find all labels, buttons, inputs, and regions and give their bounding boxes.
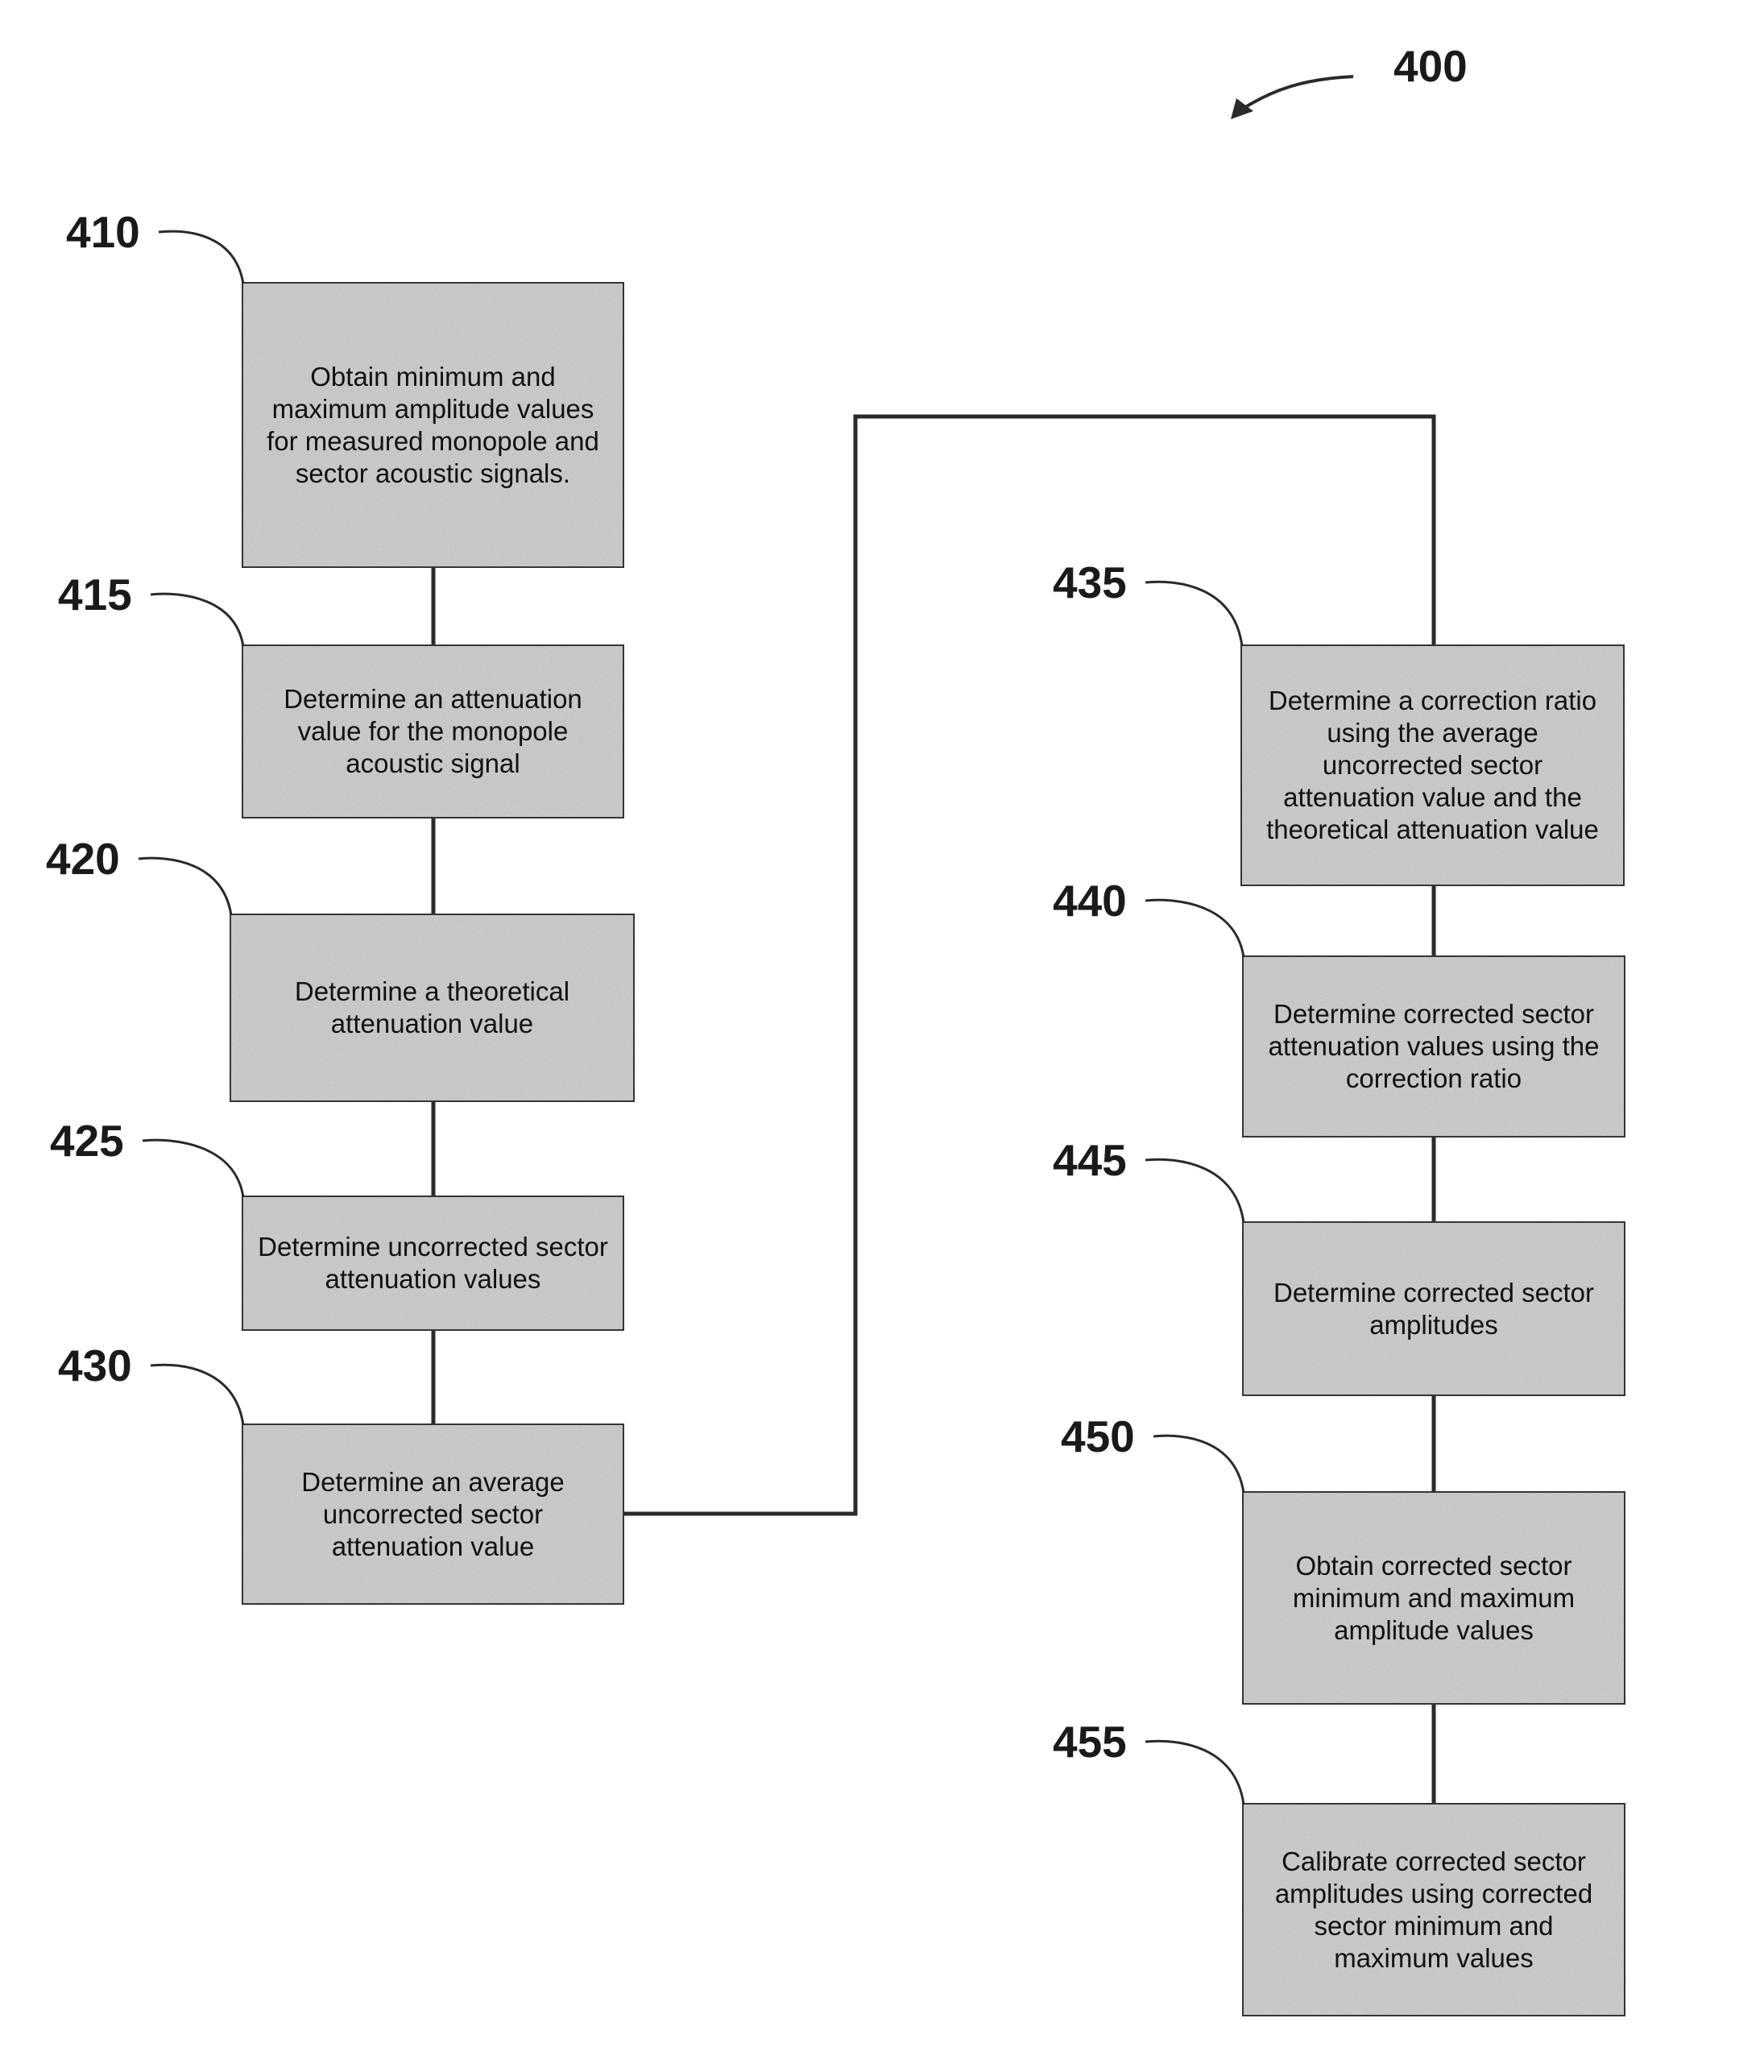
step-text-440: Determine corrected sector attenuation v… — [1242, 955, 1625, 1138]
leader-line-435 — [1145, 582, 1242, 646]
step-text-420: Determine a theoretical attenuation valu… — [230, 914, 635, 1102]
leader-line-425 — [143, 1140, 243, 1197]
leader-line-420 — [139, 858, 231, 915]
step-ref-label-435: 435 — [1053, 558, 1127, 607]
step-text-430: Determine an average uncorrected sector … — [242, 1423, 624, 1605]
step-text-435: Determine a correction ratio using the a… — [1240, 644, 1625, 886]
leader-line-410 — [159, 231, 243, 284]
step-text-450: Obtain corrected sector minimum and maxi… — [1242, 1491, 1625, 1705]
leader-line-415 — [151, 594, 243, 646]
figure-number-label: 400 — [1393, 42, 1468, 90]
step-ref-label-415: 415 — [58, 570, 132, 619]
step-ref-label-455: 455 — [1053, 1718, 1127, 1766]
step-text-455: Calibrate corrected sector amplitudes us… — [1242, 1803, 1625, 2016]
step-text-410: Obtain minimum and maximum amplitude val… — [242, 282, 624, 568]
leader-line-440 — [1145, 900, 1244, 957]
leader-line-455 — [1145, 1741, 1244, 1805]
leader-line-430 — [151, 1365, 243, 1425]
step-ref-label-410: 410 — [66, 208, 140, 256]
step-text-425: Determine uncorrected sector attenuation… — [242, 1196, 624, 1331]
step-ref-label-440: 440 — [1053, 876, 1127, 925]
step-ref-label-445: 445 — [1053, 1136, 1127, 1184]
step-ref-label-450: 450 — [1061, 1412, 1135, 1461]
leader-line-450 — [1153, 1436, 1244, 1493]
leader-line-445 — [1145, 1159, 1244, 1223]
step-ref-label-430: 430 — [58, 1341, 132, 1390]
step-ref-label-420: 420 — [46, 835, 120, 883]
step-text-415: Determine an attenuation value for the m… — [242, 644, 624, 818]
step-ref-label-425: 425 — [50, 1117, 124, 1165]
figure-pointer-arrow — [1231, 77, 1353, 119]
step-text-445: Determine corrected sector amplitudes — [1242, 1221, 1625, 1396]
